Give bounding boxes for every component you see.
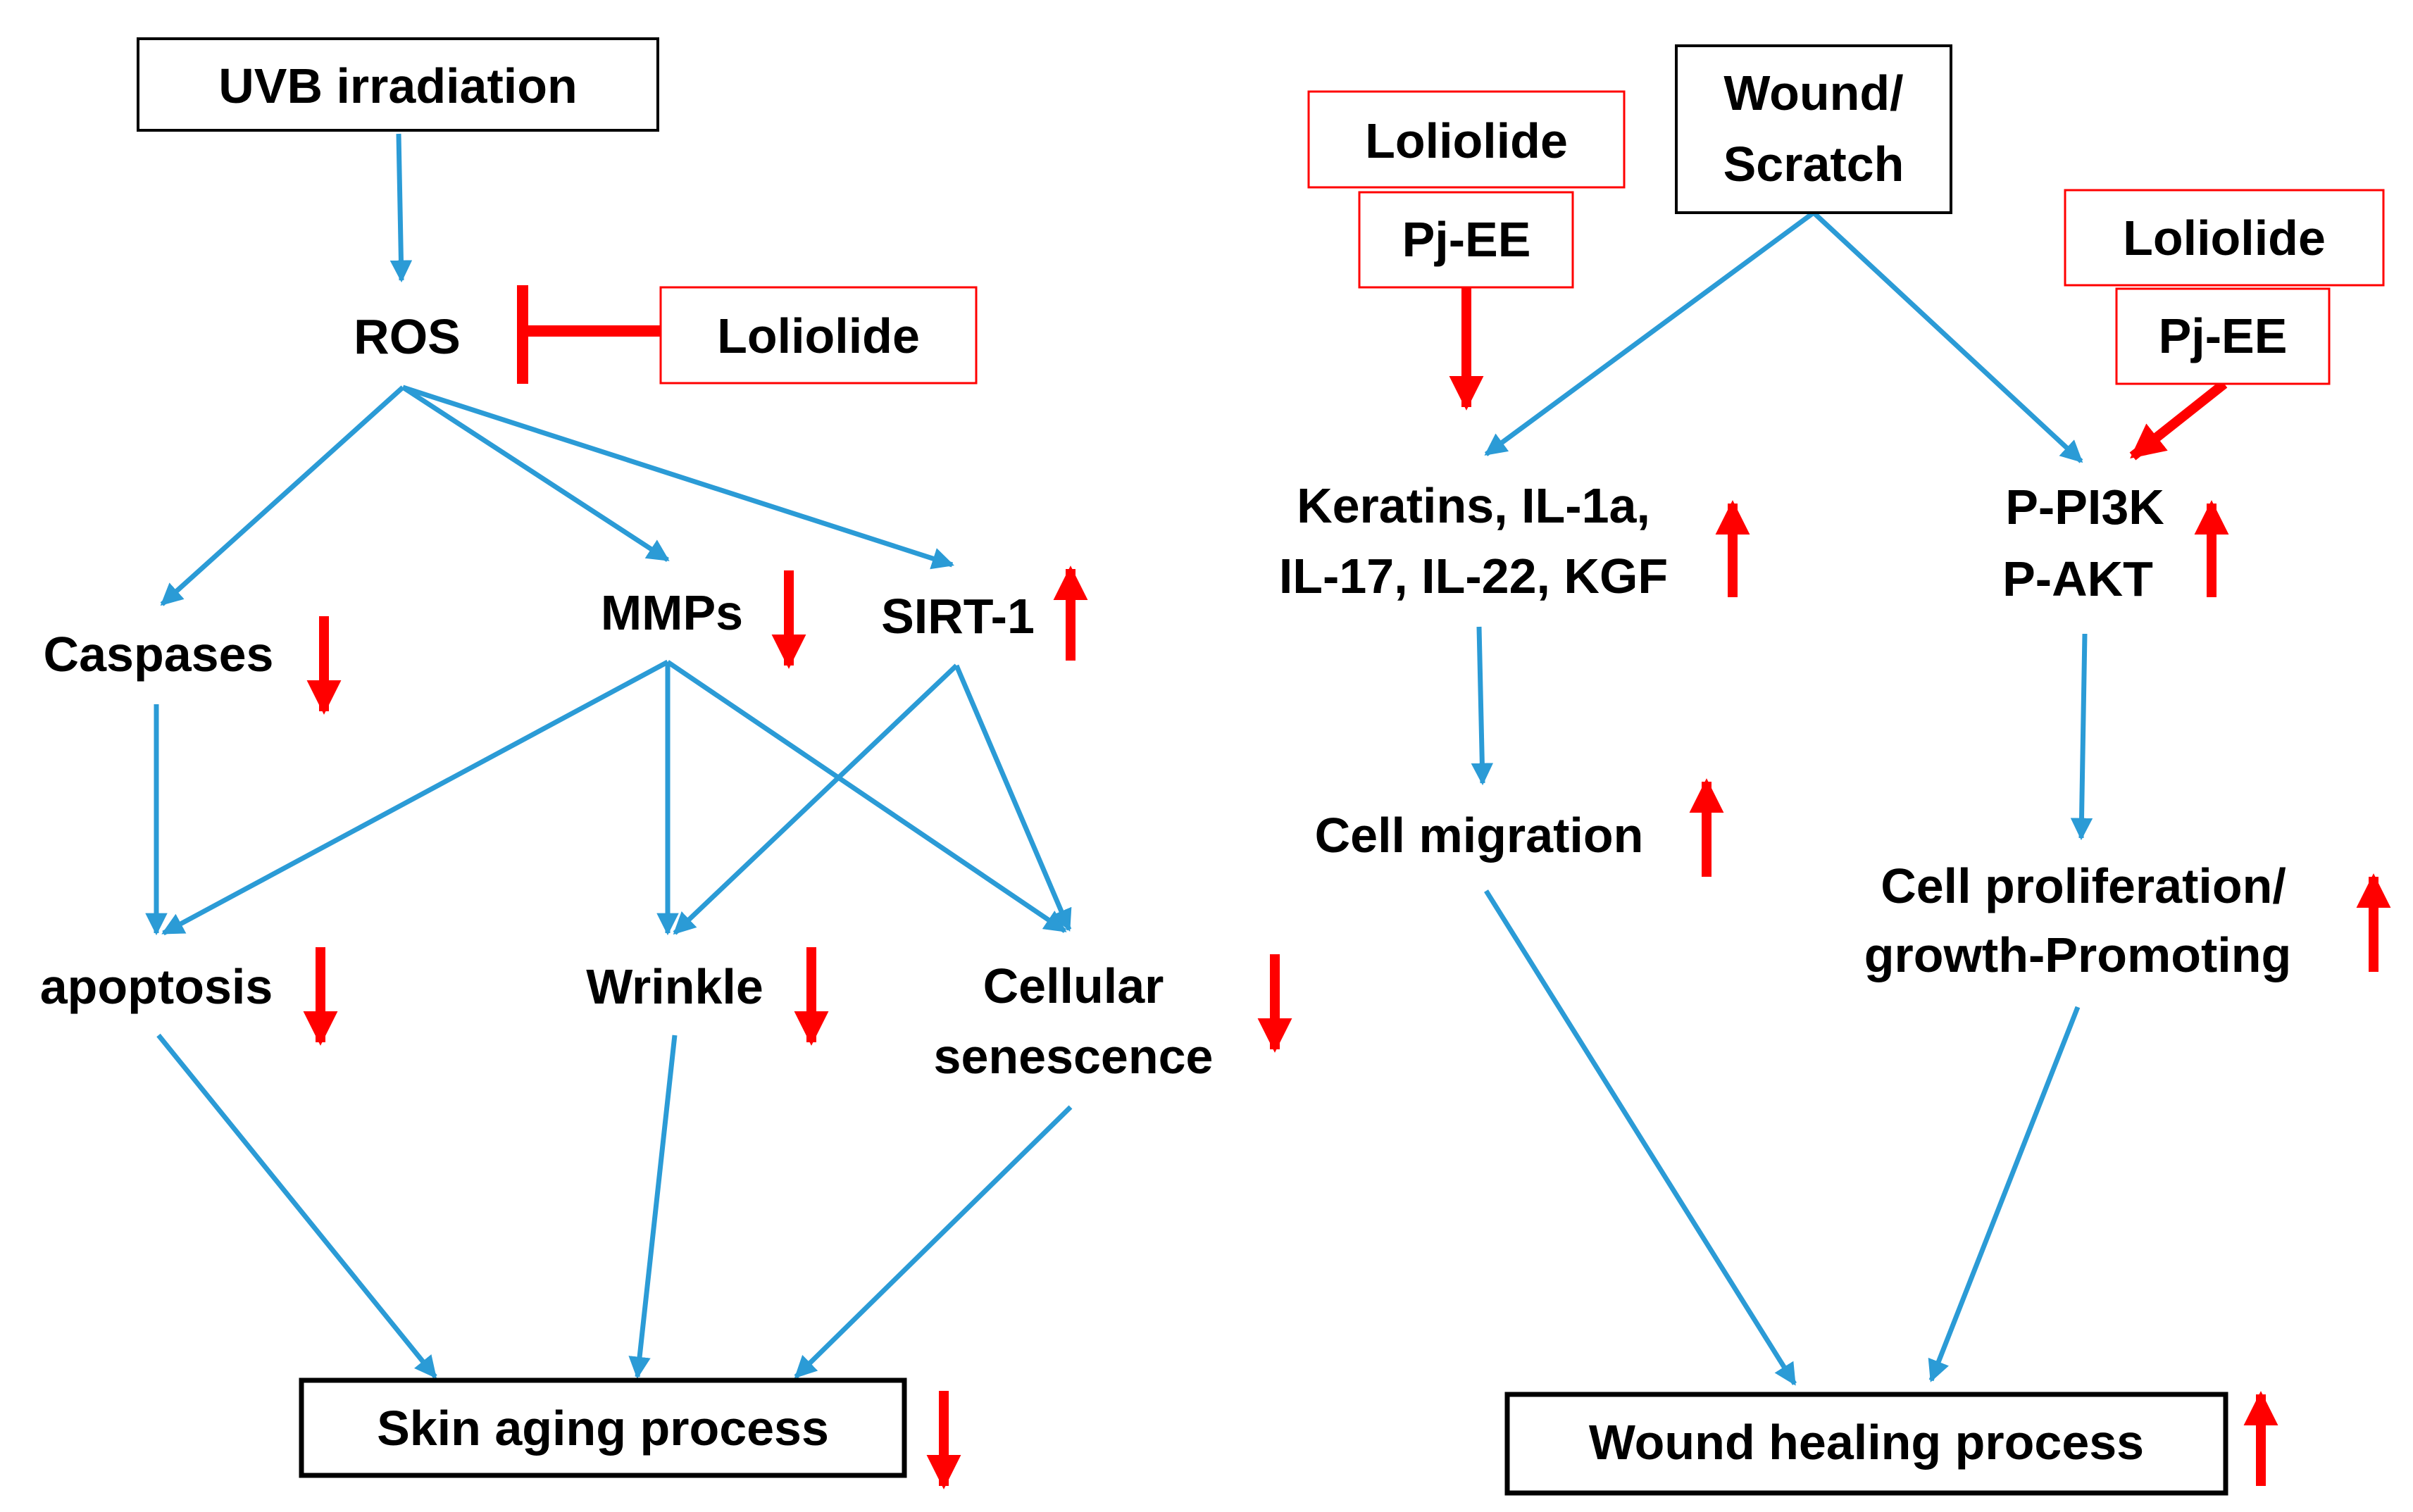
pi3k-label-line1: P-PI3K — [2005, 480, 2164, 535]
arrow-mmps-to-apoptosis — [161, 659, 669, 936]
skin-aging-label: Skin aging process — [377, 1401, 829, 1456]
loliolide-label-a: Loliolide — [1365, 113, 1568, 168]
migration-label: Cell migration — [1315, 808, 1644, 863]
arrow-sirt1-to-senescence — [954, 664, 1072, 932]
arrow-pjee-to-pi3k — [2129, 380, 2228, 461]
regulation-indicators — [303, 500, 2391, 1489]
arrow-ros-to-caspases — [160, 385, 405, 606]
uvb-irradiation-label: UVB irradiation — [218, 58, 578, 113]
loliolide-inhibition — [517, 285, 661, 384]
apoptosis-label: apoptosis — [40, 959, 273, 1014]
loliolide-label-left: Loliolide — [717, 308, 920, 363]
wound-label-line1: Wound/ — [1723, 65, 1903, 120]
keratins-label-line2: IL-17, IL-22, KGF — [1279, 549, 1668, 604]
wound-scratch-box — [1675, 44, 1952, 214]
pjee-label-b: Pj-EE — [2159, 308, 2288, 363]
senescence-label-line1: Cellular — [983, 958, 1164, 1013]
arrow-sirt1-to-wrinkle — [673, 663, 959, 935]
proliferation-label-line2: growth-Promoting — [1864, 927, 2292, 982]
arrow-wrinkle-to-skin-aging — [628, 1035, 678, 1380]
arrow-uvb-to-ros — [389, 133, 413, 283]
treatment-arrows — [1449, 287, 2228, 461]
pjee-box-a — [1358, 191, 1574, 289]
wound-healing-box — [1504, 1392, 2228, 1496]
arrow-ros-to-mmps — [401, 385, 670, 562]
arrow-ros-to-sirt1 — [401, 385, 954, 570]
right-flow-arrows — [1471, 211, 2093, 1386]
ros-label: ROS — [354, 309, 461, 364]
sirt1-label: SIRT-1 — [881, 589, 1035, 644]
right-panel: Wound/ Scratch Loliolide Pj-EE Loliolide… — [1279, 44, 2385, 1496]
mmps-label: MMPs — [601, 585, 743, 640]
left-flow-arrows — [145, 133, 1073, 1380]
arrow-migration-to-wound-healing — [1484, 889, 1797, 1386]
loliolide-box-a — [1307, 90, 1626, 189]
skin-aging-box — [299, 1377, 907, 1478]
uvb-box — [137, 37, 659, 132]
pjee-label-a: Pj-EE — [1402, 212, 1531, 267]
wound-healing-label: Wound healing process — [1589, 1415, 2144, 1470]
arrow-keratins-to-migration — [1471, 626, 1494, 786]
arrow-wound-to-pi3k — [1812, 211, 2083, 463]
arrow-pi3k-to-proliferation — [2070, 633, 2093, 841]
arrow-wound-to-keratins — [1484, 211, 1816, 456]
loliolide-box-left — [659, 286, 978, 385]
wound-label-line2: Scratch — [1723, 137, 1904, 192]
pjee-box-b — [2115, 287, 2331, 385]
arrow-mmps-to-senescence — [666, 660, 1067, 933]
arrow-proliferation-to-wound-healing — [1928, 1006, 2081, 1382]
arrow-senescence-to-skin-aging — [794, 1105, 1073, 1379]
loliolide-box-b — [2064, 189, 2385, 287]
wrinkle-label: Wrinkle — [586, 959, 763, 1014]
keratins-label-line1: Keratins, IL-1a, — [1297, 478, 1650, 533]
proliferation-label-line1: Cell proliferation/ — [1881, 858, 2286, 913]
left-panel: UVB irradiation ROS Loliolide Caspases M… — [40, 37, 1214, 1478]
arrow-apoptosis-to-skin-aging — [156, 1033, 437, 1379]
senescence-label-line2: senescence — [934, 1029, 1214, 1084]
loliolide-label-b: Loliolide — [2123, 211, 2326, 265]
pi3k-label-line2: P-AKT — [2002, 551, 2153, 606]
caspases-label: Caspases — [44, 627, 274, 682]
